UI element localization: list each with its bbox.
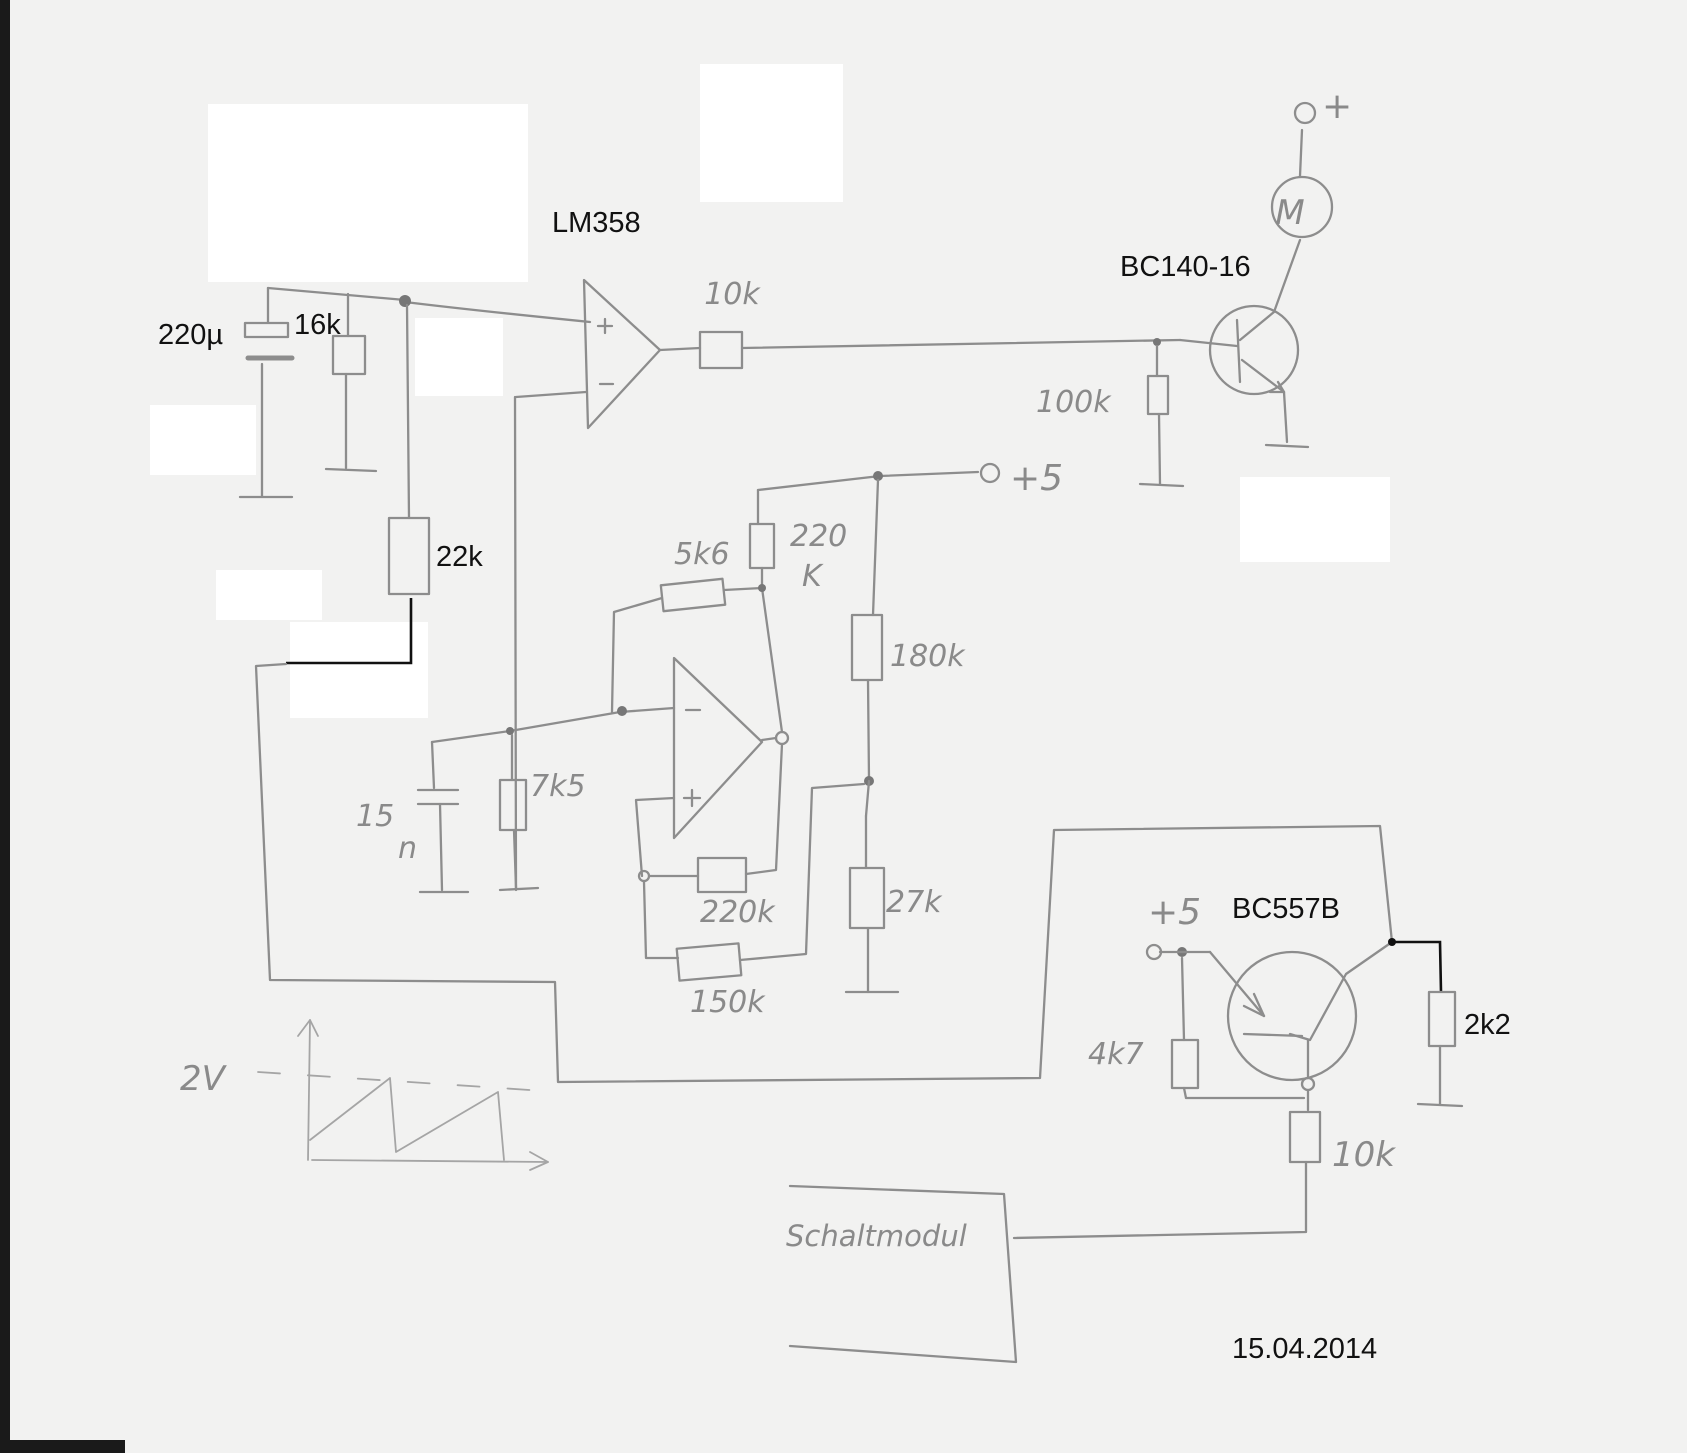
label-r-16k: 16k (294, 309, 341, 341)
resistor-22k (387, 516, 431, 596)
label-transistor-bc140: BC140-16 (1120, 251, 1251, 283)
label-fb-k: K (802, 559, 824, 594)
label-module: Schaltmodul (786, 1219, 967, 1253)
label-supply-top: + (1322, 86, 1352, 127)
switch-module-box (788, 1184, 1018, 1364)
motor-symbol (1270, 175, 1334, 239)
resistor-16k (331, 334, 367, 376)
transistor-bc557-stage (1012, 938, 1464, 1240)
redaction-patches (150, 64, 1390, 718)
resistor-10k-base (698, 330, 744, 370)
label-cap-220u: 220µ (158, 319, 223, 351)
input-network (238, 286, 1394, 1084)
scan-edge-left (0, 0, 10, 1453)
label-motor: M (1275, 193, 1304, 233)
oscillator-opamp (416, 577, 866, 982)
transistor-bc140 (1208, 304, 1300, 396)
transistor-bc557 (1226, 950, 1358, 1082)
transistor-bc140-stage (1178, 101, 1334, 449)
label-r-2k2: 2k2 (1464, 1009, 1511, 1041)
label-fb-220: 220 (790, 519, 847, 554)
label-supply5b: +5 (1148, 892, 1201, 933)
label-cap2-unit: n (398, 831, 417, 866)
label-cap2-value: 15 (356, 799, 394, 834)
label-fb-5k6: 5k6 (674, 537, 730, 572)
label-opamp-lm358: LM358 (552, 207, 641, 239)
label-r7k5: 7k5 (530, 769, 586, 804)
label-r27: 27k (886, 885, 943, 920)
resistor-2k2 (1427, 990, 1457, 1048)
capacitor-220u (243, 321, 290, 339)
scan-edge-bottom (0, 1440, 125, 1453)
label-r-base: 10k (704, 277, 761, 312)
opamp-lm358 (513, 278, 1185, 892)
label-r150: 150k (690, 985, 766, 1020)
label-ramp-level: 2V (180, 1059, 228, 1099)
label-supply5: +5 (1010, 458, 1063, 499)
label-r180: 180k (890, 639, 966, 674)
label-r10k-bottom: 10k (1332, 1135, 1396, 1175)
typed-labels: LM358 220µ 16k 22k BC140-16 BC557B 2k2 1… (158, 207, 1511, 1365)
label-r4k7: 4k7 (1088, 1037, 1144, 1072)
label-date: 15.04.2014 (1232, 1333, 1377, 1365)
handwritten-labels: + M +5 10k 100k 5k6 220 K 180k 7k5 15 n … (180, 86, 1396, 1253)
sawtooth-waveform (257, 1019, 549, 1171)
label-r220-bottom: 220k (700, 895, 776, 930)
label-r-22k: 22k (436, 541, 483, 573)
junction-node (399, 295, 411, 307)
label-transistor-bc557b: BC557B (1232, 893, 1340, 925)
label-r-base-gnd: 100k (1036, 385, 1112, 420)
supply-rail-5v (748, 462, 1001, 994)
wire-22k-ink (286, 598, 413, 665)
resistor-5k6-fb (659, 577, 727, 613)
